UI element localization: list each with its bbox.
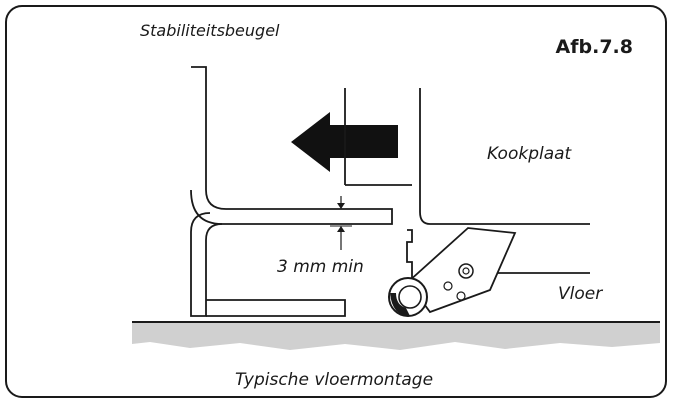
roller-wheel-inner	[398, 285, 422, 309]
foot-screw-hole	[443, 281, 453, 291]
floor-shading	[132, 322, 660, 350]
figure-border	[5, 5, 667, 398]
hob-side-front	[419, 88, 590, 225]
floor-label: Vloer	[558, 284, 603, 304]
dimension-arrowhead-top	[337, 203, 345, 209]
foot-pivot-inner	[462, 267, 470, 275]
stability-bracket	[190, 66, 393, 317]
hob-label: Kookplaat	[487, 144, 572, 164]
gap-dimension-label: 3 mm min	[277, 257, 364, 277]
dimension-arrowhead-bottom	[337, 226, 345, 232]
roller-wheel-shadow	[390, 293, 410, 316]
stability-bracket-label: Stabiliteitsbeugel	[140, 21, 280, 40]
figure-caption: Typische vloermontage	[235, 370, 434, 390]
figure-id: Afb.7.8	[555, 36, 633, 58]
foot-mount-bracket	[406, 229, 413, 278]
bracket-foot	[206, 299, 346, 317]
bracket-inner-curve	[190, 189, 223, 225]
foot-screw-hole-2	[456, 291, 466, 301]
